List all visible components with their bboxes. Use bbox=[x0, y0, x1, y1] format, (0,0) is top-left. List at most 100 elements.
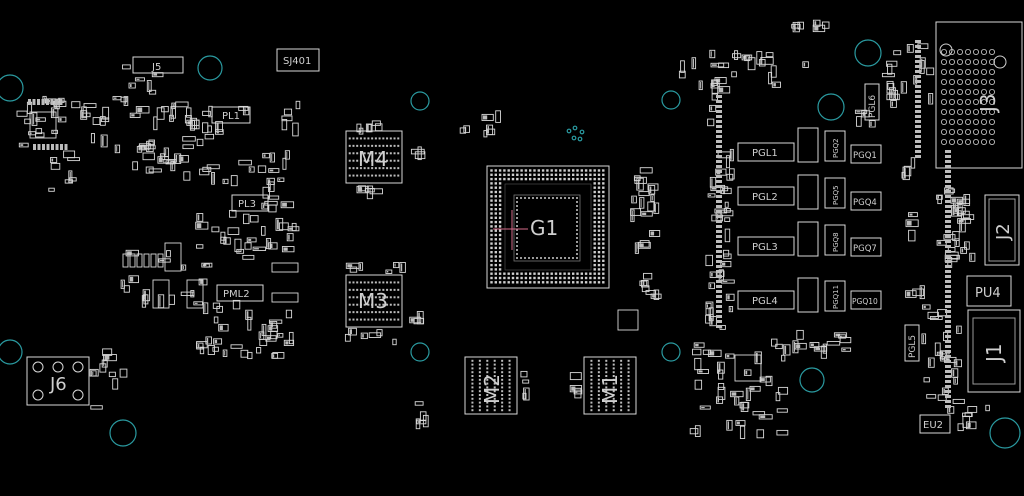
chip-m3[interactable]: M3 bbox=[345, 274, 403, 328]
chip-m1[interactable]: M1 bbox=[583, 356, 637, 415]
bga-ball bbox=[593, 173, 596, 176]
smd-pad bbox=[890, 88, 892, 99]
chip-g1[interactable]: G1 bbox=[486, 165, 610, 289]
smd-component bbox=[926, 67, 935, 76]
bga-ball bbox=[584, 169, 588, 172]
smd-component bbox=[249, 215, 259, 223]
bga-ball bbox=[572, 281, 575, 284]
mosfet-pgq2[interactable]: PGQ2 bbox=[824, 130, 846, 162]
inductor-pgl3[interactable]: PGL3 bbox=[737, 236, 795, 256]
smd-pad bbox=[81, 111, 84, 119]
inductor-pgl5[interactable]: PGL5 bbox=[904, 324, 920, 362]
inductor-pgl4[interactable]: PGL4 bbox=[737, 290, 795, 310]
chip-m4[interactable]: M4 bbox=[345, 130, 403, 184]
chip-pad bbox=[620, 401, 623, 404]
connector-pin bbox=[957, 99, 964, 106]
mosfet-pgq4[interactable]: PGQ4 bbox=[850, 191, 882, 211]
inductor-pgl2[interactable]: PGL2 bbox=[737, 186, 795, 206]
mounting-holes bbox=[0, 39, 1021, 449]
bga-ball bbox=[602, 229, 605, 232]
mosfet-pgq7[interactable]: PGQ7 bbox=[850, 237, 882, 257]
chip-pad bbox=[493, 367, 496, 370]
bga-ball bbox=[576, 213, 578, 215]
header-pin bbox=[915, 95, 921, 98]
connector-j3[interactable]: J3 bbox=[935, 21, 1023, 169]
inductor-pgl6[interactable]: PGL6 bbox=[864, 83, 880, 121]
chip-pad bbox=[478, 382, 481, 385]
smd-pad bbox=[761, 378, 765, 381]
mosfet-pgq8[interactable]: PGQ8 bbox=[824, 224, 846, 256]
smd-component bbox=[777, 386, 789, 395]
chip-pad bbox=[352, 318, 355, 321]
header-pin bbox=[945, 300, 951, 303]
chip-pad bbox=[471, 367, 474, 370]
chip-pad bbox=[486, 363, 489, 366]
header-pin bbox=[945, 230, 951, 233]
smd-component bbox=[215, 129, 224, 135]
smd-pad bbox=[165, 149, 167, 156]
smd-pad bbox=[360, 263, 361, 270]
bga-ball bbox=[498, 212, 502, 215]
chip-pad bbox=[378, 137, 381, 140]
mosfet-pgq10[interactable]: PGQ10 bbox=[850, 290, 882, 310]
mounting-hole bbox=[0, 339, 23, 365]
chip-pu4[interactable]: PU4 bbox=[966, 275, 1012, 307]
chip-pad bbox=[348, 159, 351, 162]
connector-pin bbox=[965, 49, 972, 56]
connector-pin bbox=[989, 128, 996, 135]
chip-pad bbox=[348, 318, 351, 321]
bga-ball bbox=[503, 173, 506, 176]
chip-m2[interactable]: M2 bbox=[464, 356, 518, 415]
bga-ball bbox=[559, 281, 562, 284]
chip-pad bbox=[348, 296, 351, 299]
mosfet-pgq5[interactable]: PGQ5 bbox=[824, 177, 846, 209]
chip-pad bbox=[382, 144, 385, 147]
connector-j6[interactable]: J6 bbox=[26, 356, 90, 406]
bga-ball bbox=[494, 199, 497, 202]
chip-pad bbox=[605, 401, 608, 404]
connector-j2[interactable]: J2 bbox=[984, 194, 1020, 266]
bga-ball bbox=[593, 182, 596, 185]
smd-pad bbox=[285, 341, 289, 345]
connector-pin bbox=[981, 59, 988, 66]
chip-pad bbox=[352, 288, 355, 291]
smd-pad bbox=[172, 104, 174, 108]
smd-component bbox=[222, 349, 228, 357]
smd-component bbox=[199, 168, 210, 176]
mosfet-pgq11[interactable]: PGQ11 bbox=[824, 280, 846, 312]
chip-pad bbox=[508, 367, 511, 370]
chip-pad bbox=[363, 167, 366, 170]
smd-component bbox=[826, 341, 841, 346]
chip-pad bbox=[508, 378, 511, 381]
connector-sj401[interactable]: SJ401 bbox=[276, 48, 320, 72]
smd-pad bbox=[954, 378, 956, 384]
smd-component bbox=[522, 392, 527, 400]
mosfet-pgq1[interactable]: PGQ1 bbox=[850, 144, 882, 164]
smd-component bbox=[261, 202, 269, 210]
connector-pin bbox=[965, 119, 972, 126]
smd-component bbox=[890, 100, 897, 108]
bga-ball bbox=[602, 169, 605, 172]
bga-ball bbox=[546, 281, 549, 284]
smd-pad bbox=[127, 251, 132, 255]
smd-pad bbox=[269, 169, 274, 172]
chip-pad bbox=[389, 318, 392, 321]
smd-component bbox=[797, 21, 804, 30]
bga-ball bbox=[507, 177, 510, 181]
smd-pad bbox=[37, 144, 41, 150]
smd-component bbox=[196, 342, 204, 350]
chip-pad bbox=[486, 409, 489, 412]
chip-pad bbox=[393, 167, 396, 170]
chip-pad bbox=[612, 375, 615, 377]
chip-eu2[interactable]: EU2 bbox=[919, 414, 951, 434]
smd-pad bbox=[730, 307, 732, 311]
connector-pin bbox=[949, 119, 956, 126]
bga-ball bbox=[597, 186, 601, 189]
chip-pad bbox=[612, 405, 615, 408]
smd-component bbox=[218, 323, 229, 332]
bga-ball bbox=[576, 281, 579, 284]
bga-ball bbox=[568, 197, 570, 199]
smd-component bbox=[711, 79, 719, 94]
connector-j1[interactable]: J1 bbox=[967, 309, 1021, 393]
inductor-pgl1[interactable]: PGL1 bbox=[737, 142, 795, 162]
